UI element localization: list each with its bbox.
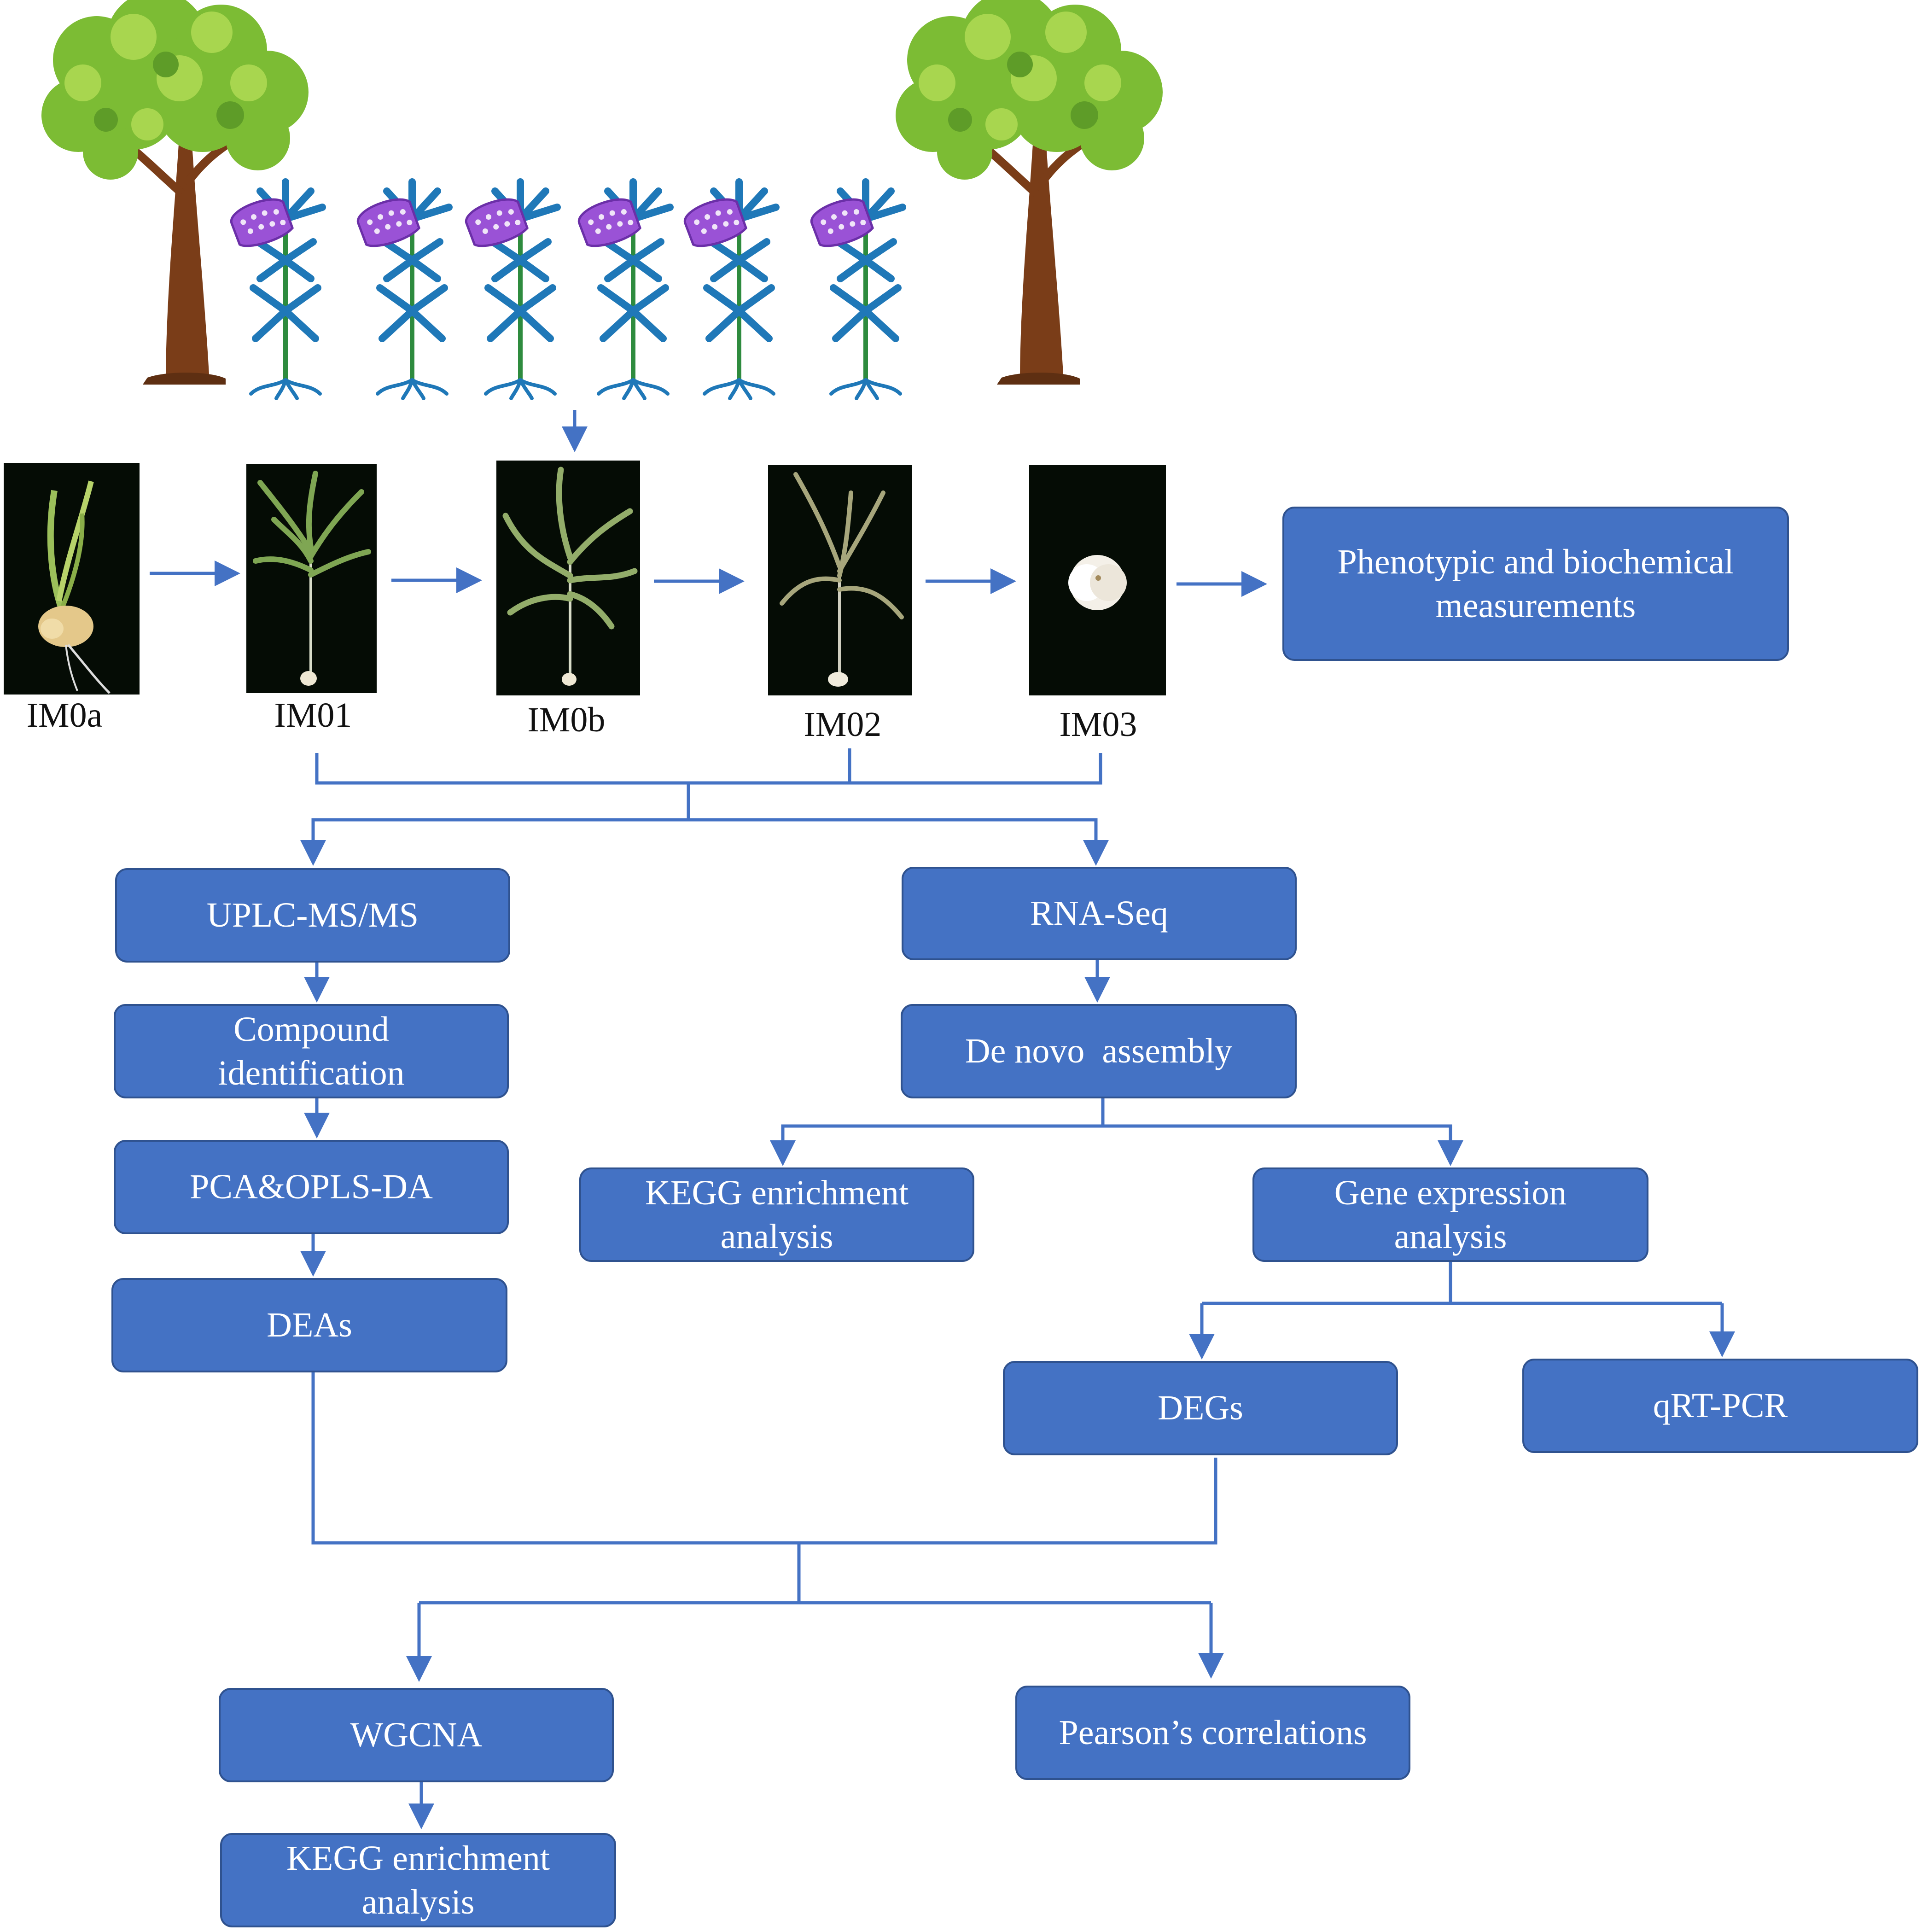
stage-label-im0b: IM0b — [527, 700, 606, 739]
leafy-plant-icon — [253, 471, 371, 686]
box-line: De novo assembly — [965, 1032, 1233, 1070]
de-novo-assembly-box: De novo assembly — [901, 1004, 1297, 1098]
box-line: identification — [218, 1053, 405, 1092]
pearson-correlations-box: Pearson’s correlations — [1015, 1686, 1410, 1780]
stage-photo-im02 — [768, 465, 912, 695]
stage-label-im02: IM02 — [804, 705, 882, 744]
wgcna-box: WGCNA — [219, 1688, 614, 1782]
box-line: Phenotypic and biochemical — [1337, 542, 1734, 581]
box-line: measurements — [1435, 586, 1636, 625]
flowering-plant-icon — [576, 182, 670, 398]
uplc-ms-box: UPLC-MS/MS — [115, 868, 510, 963]
stage-label-im03: IM03 — [1059, 705, 1137, 744]
box-line: UPLC-MS/MS — [206, 896, 419, 934]
phenotypic-measurements-box: Phenotypic and biochemical measurements — [1282, 507, 1789, 661]
flowering-plant-icon — [681, 182, 776, 398]
flowering-plant-icon — [808, 182, 903, 398]
box-line: DEGs — [1158, 1389, 1243, 1427]
kegg-enrichment-box-top: KEGG enrichment analysis — [579, 1167, 974, 1262]
degs-box: DEGs — [1003, 1361, 1398, 1455]
stage-photo-im03 — [1029, 465, 1166, 695]
leafy-plant-icon — [502, 467, 638, 686]
stage-photo-im01 — [246, 464, 377, 693]
deas-box: DEAs — [111, 1278, 507, 1372]
box-line: analysis — [361, 1882, 475, 1921]
stage-label-im01: IM01 — [274, 696, 352, 735]
rna-seq-box: RNA-Seq — [902, 867, 1297, 960]
box-line: KEGG enrichment — [286, 1839, 550, 1878]
box-line: Gene expression — [1334, 1173, 1567, 1212]
stage-label-im0a: IM0a — [26, 696, 103, 735]
flowering-plant-icon — [355, 182, 449, 398]
box-line: analysis — [720, 1217, 833, 1256]
box-line: analysis — [1394, 1217, 1507, 1256]
box-line: RNA-Seq — [1030, 894, 1168, 933]
stage-photo-im0a — [4, 463, 140, 695]
box-line: Compound — [233, 1010, 389, 1049]
compound-identification-box: Compound identification — [114, 1004, 509, 1098]
box-line: KEGG enrichment — [645, 1173, 909, 1212]
box-line: Pearson’s correlations — [1059, 1713, 1367, 1752]
box-line: WGCNA — [350, 1716, 483, 1754]
box-line: qRT-PCR — [1653, 1386, 1788, 1425]
gene-expression-box: Gene expression analysis — [1252, 1167, 1648, 1262]
dormant-bulb-icon — [1068, 555, 1127, 610]
flowering-plant-icon — [228, 182, 322, 398]
seedling-with-bulb-icon — [38, 480, 111, 694]
qrt-pcr-box: qRT-PCR — [1522, 1359, 1918, 1453]
tree-right-icon — [896, 0, 1163, 385]
wilting-plant-icon — [780, 472, 904, 687]
box-line: PCA&OPLS-DA — [190, 1167, 433, 1206]
flowering-plant-icon — [463, 182, 557, 398]
stage-photo-im0b — [496, 461, 640, 695]
box-line: DEAs — [267, 1306, 352, 1344]
pca-oplsda-box: PCA&OPLS-DA — [114, 1140, 509, 1234]
kegg-enrichment-box-bottom: KEGG enrichment analysis — [220, 1833, 616, 1927]
